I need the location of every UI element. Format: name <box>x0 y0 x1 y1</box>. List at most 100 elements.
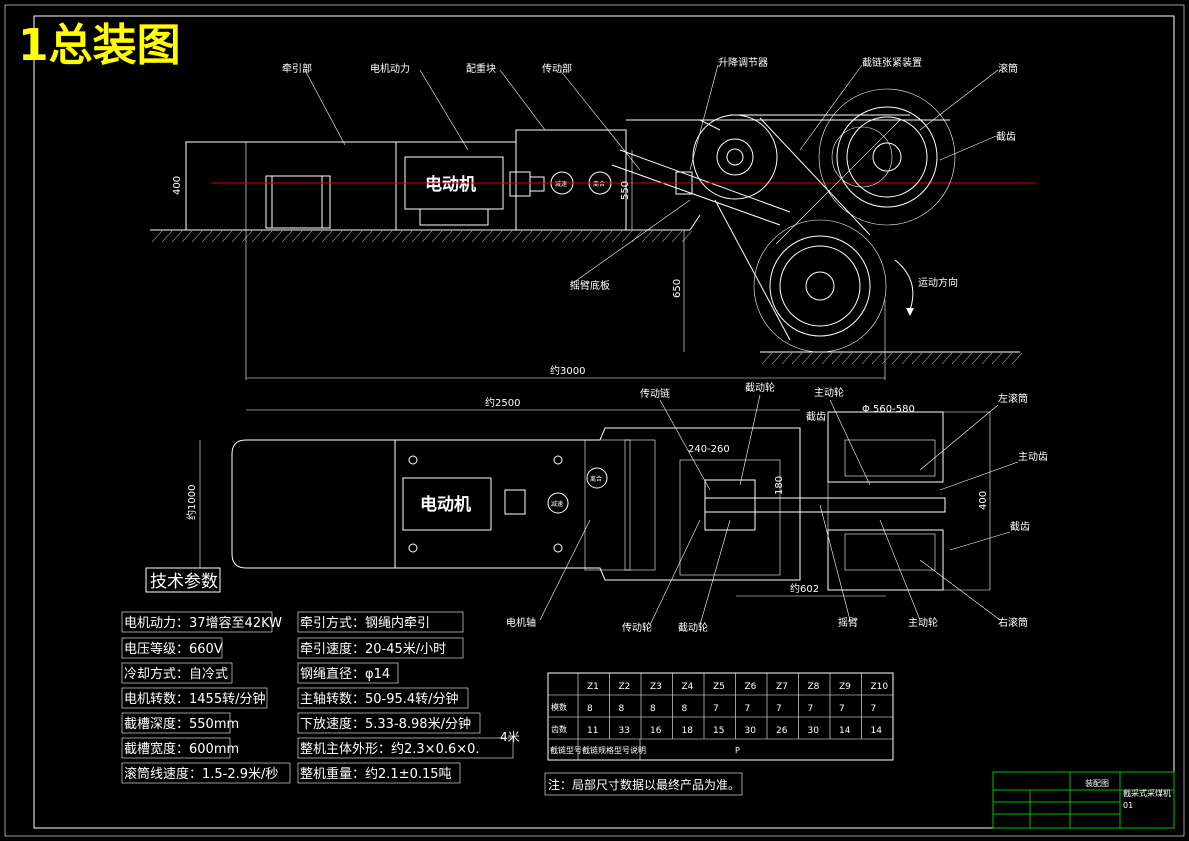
table-cell: 7 <box>871 704 877 714</box>
svg-text:主动轮: 主动轮 <box>908 616 938 629</box>
table-cell: Z7 <box>776 682 788 692</box>
machine-outline <box>231 427 801 581</box>
table-cell: 18 <box>682 726 694 736</box>
table-cell: Z5 <box>713 682 725 692</box>
svg-text:截链张紧装置: 截链张紧装置 <box>862 56 922 69</box>
table-cell: Z9 <box>839 682 851 692</box>
svg-text:截动轮: 截动轮 <box>745 381 775 394</box>
svg-text:主动轮: 主动轮 <box>814 386 844 399</box>
param-left-0: 电机动力：37增容至42KW <box>124 615 282 631</box>
svg-text:截链规格型号说明: 截链规格型号说明 <box>582 745 646 755</box>
table-cell: Z6 <box>745 682 757 692</box>
table-cell: Z4 <box>682 682 694 692</box>
table-cell: Z10 <box>871 682 889 692</box>
param-left-1: 电压等级：660V <box>124 641 223 657</box>
svg-text:约602: 约602 <box>790 582 819 595</box>
svg-text:右滚筒: 右滚筒 <box>998 616 1028 629</box>
svg-text:减速: 减速 <box>551 500 563 508</box>
param-right-5: 整机主体外形：约2.3×0.6×0. <box>300 742 480 757</box>
svg-text:截动轮: 截动轮 <box>678 621 708 634</box>
param-left-6: 滚筒线速度：1.5-2.9米/秒 <box>124 766 278 782</box>
svg-text:约2500: 约2500 <box>485 396 520 409</box>
svg-text:摇臂底板: 摇臂底板 <box>570 279 610 292</box>
titleblock-product: 截采式采煤机 <box>1123 788 1171 798</box>
svg-text:离合: 离合 <box>593 180 605 188</box>
table-cell: 8 <box>682 704 688 714</box>
table-cell: 7 <box>745 704 751 714</box>
table-cell: 7 <box>776 704 782 714</box>
table-cell: Z2 <box>619 682 631 692</box>
top-view: 电动机 减速 离合 约2500 约1000 240-260 Φ 560-580 … <box>185 381 1048 634</box>
drawing-frame <box>33 15 1175 829</box>
table-cell: 15 <box>713 726 724 736</box>
svg-text:牵引部: 牵引部 <box>282 62 312 75</box>
table-cell: Z8 <box>808 682 820 692</box>
drawing-title: 1总装图 <box>18 20 181 71</box>
svg-text:约3000: 约3000 <box>550 364 585 377</box>
gear-table: Z1811Z2833Z3816Z4818Z5715Z6730Z7726Z8730… <box>547 672 894 761</box>
cable-drum <box>265 175 331 229</box>
tech-params: 技术参数 电机动力：37增容至42KW 电压等级：660V 冷却方式：自冷式 电… <box>121 567 520 784</box>
svg-text:180: 180 <box>774 476 785 495</box>
table-cell: 30 <box>808 726 820 736</box>
counterweight <box>515 129 627 231</box>
svg-text:滚筒: 滚筒 <box>998 62 1018 75</box>
table-cell: 8 <box>587 704 593 714</box>
svg-text:传动部: 传动部 <box>542 62 572 75</box>
table-cell: 7 <box>808 704 814 714</box>
param-left-2: 冷却方式：自冷式 <box>124 666 228 682</box>
svg-text:离合: 离合 <box>590 475 602 483</box>
table-cell: 11 <box>587 726 598 736</box>
table-cell: 8 <box>619 704 625 714</box>
drum-left <box>692 114 778 200</box>
table-cell: 33 <box>619 726 630 736</box>
titleblock-code: 01 <box>1123 801 1133 810</box>
table-cell: 30 <box>745 726 757 736</box>
param-suffix: 4米 <box>500 730 520 744</box>
svg-text:240-260: 240-260 <box>688 444 730 455</box>
outer-frame <box>4 4 1185 837</box>
svg-text:齿数: 齿数 <box>551 724 567 734</box>
table-cell: 8 <box>650 704 656 714</box>
rocker-arm <box>611 164 781 226</box>
table-cell: 14 <box>839 726 851 736</box>
svg-text:P: P <box>735 746 740 755</box>
tech-params-heading: 技术参数 <box>150 572 218 592</box>
svg-text:约1000: 约1000 <box>185 485 198 520</box>
svg-text:650: 650 <box>672 279 683 298</box>
param-right-0: 牵引方式：钢绳内牵引 <box>300 615 430 631</box>
note-text: 注：局部尺寸数据以最终产品为准。 <box>548 777 740 792</box>
table-cell: 14 <box>871 726 883 736</box>
table-cell: 26 <box>776 726 788 736</box>
svg-text:左滚筒: 左滚筒 <box>998 392 1028 405</box>
svg-text:550: 550 <box>620 181 631 200</box>
svg-text:配重块: 配重块 <box>466 62 496 75</box>
svg-text:截齿: 截齿 <box>806 410 826 423</box>
svg-text:电机轴: 电机轴 <box>506 616 536 629</box>
table-cell: 7 <box>839 704 845 714</box>
param-left-4: 截槽深度：550mm <box>124 716 239 732</box>
rocker-arm-top <box>704 497 946 513</box>
motor-label-side: 电动机 <box>425 174 476 195</box>
svg-text:升降调节器: 升降调节器 <box>718 56 768 69</box>
param-right-2: 钢绳直径：φ14 <box>300 667 390 682</box>
param-right-6: 整机重量：约2.1±0.15吨 <box>300 766 452 782</box>
param-left-3: 电机转数：1455转/分钟 <box>124 691 265 707</box>
svg-text:运动方向: 运动方向 <box>918 276 958 289</box>
traction-unit <box>185 141 397 231</box>
svg-text:Φ 560-580: Φ 560-580 <box>862 404 915 415</box>
svg-text:400: 400 <box>172 176 183 195</box>
svg-text:截齿: 截齿 <box>996 130 1016 143</box>
motor-label-top: 电动机 <box>420 494 471 515</box>
svg-text:主动齿: 主动齿 <box>1018 451 1048 463</box>
title-block: 装配图 截采式采煤机 01 <box>992 771 1175 829</box>
side-view: 电动机 减速 离合 <box>150 56 1035 380</box>
svg-text:截链型号: 截链型号 <box>550 745 582 755</box>
svg-text:传动链: 传动链 <box>640 387 670 400</box>
param-left-5: 截槽宽度：600mm <box>124 741 239 757</box>
svg-text:传动轮: 传动轮 <box>622 621 652 634</box>
svg-text:400: 400 <box>978 491 989 510</box>
titleblock-name: 装配图 <box>1085 778 1109 788</box>
svg-text:减速: 减速 <box>555 180 567 188</box>
